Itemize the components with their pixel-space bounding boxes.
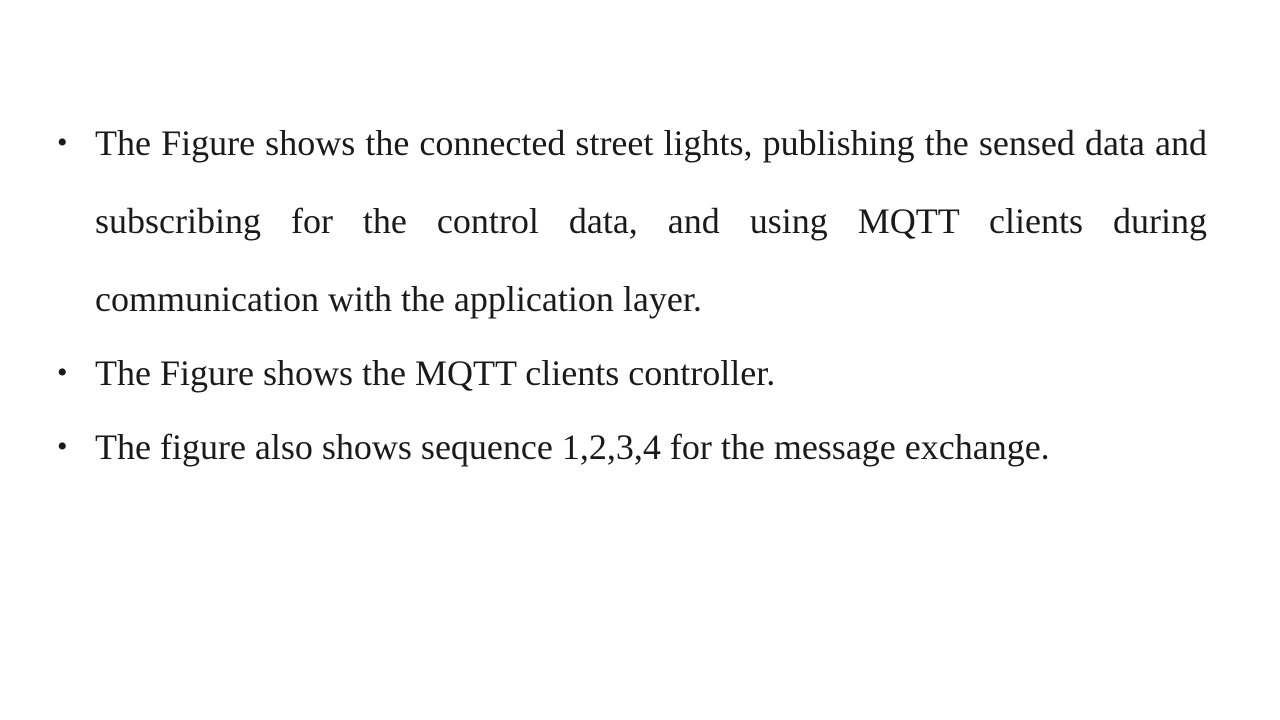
bullet-text-1: The Figure shows the connected street li… bbox=[95, 123, 1207, 319]
bullet-list: • The Figure shows the connected street … bbox=[55, 104, 1207, 486]
bullet-text-3: The figure also shows sequence 1,2,3,4 f… bbox=[95, 427, 1050, 467]
bullet-dot-icon: • bbox=[57, 430, 68, 463]
bullet-dot-icon: • bbox=[57, 356, 68, 389]
bullet-item-2: • The Figure shows the MQTT clients cont… bbox=[55, 334, 1207, 412]
bullet-item-1: • The Figure shows the connected street … bbox=[55, 104, 1207, 338]
bullet-item-3: • The figure also shows sequence 1,2,3,4… bbox=[55, 408, 1207, 486]
bullet-dot-icon: • bbox=[57, 126, 68, 159]
bullet-text-2: The Figure shows the MQTT clients contro… bbox=[95, 353, 776, 393]
